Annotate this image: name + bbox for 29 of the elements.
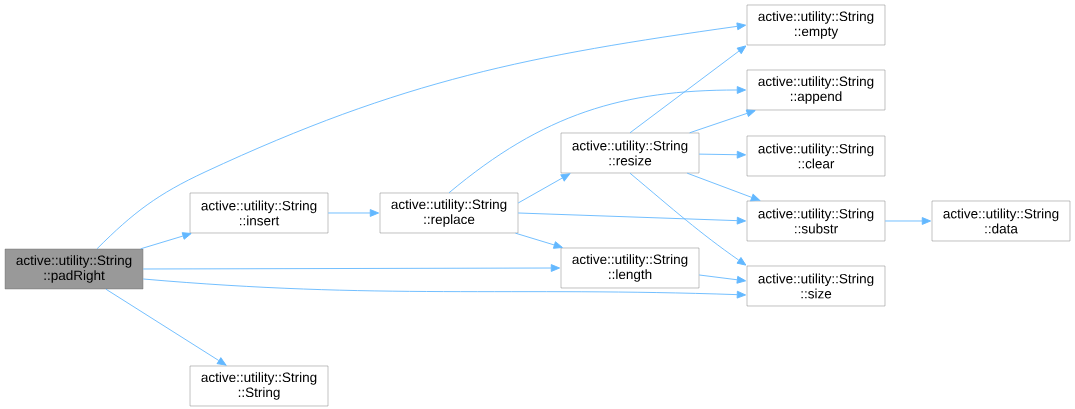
arrow xyxy=(327,209,380,217)
arrow xyxy=(698,150,747,159)
arrow xyxy=(96,22,747,250)
arrow xyxy=(142,264,561,272)
function-box: active::utility::String ::length xyxy=(560,247,700,289)
function-box: active::utility::String ::empty xyxy=(746,4,886,46)
function-box: active::utility::String ::resize xyxy=(560,132,700,174)
arrow xyxy=(884,217,932,225)
arrow xyxy=(698,274,747,284)
arrow xyxy=(517,173,571,204)
arrow xyxy=(105,288,227,366)
arrow xyxy=(142,278,747,299)
arrow xyxy=(448,86,747,194)
arrow xyxy=(517,212,747,225)
arrow xyxy=(689,109,756,134)
function-box: active::utility::String ::clear xyxy=(746,135,886,177)
function-box: active::utility::String ::substr xyxy=(746,200,886,242)
arrow xyxy=(629,172,747,266)
function-box: active::utility::String ::replace xyxy=(379,192,519,234)
arrow xyxy=(686,172,761,202)
function-box: active::utility::String ::padRight xyxy=(4,248,144,290)
arrow xyxy=(629,45,747,134)
function-box: active::utility::String ::String xyxy=(189,365,329,407)
function-box: active::utility::String ::size xyxy=(746,265,886,307)
arrow xyxy=(515,232,563,249)
function-box: active::utility::String ::insert xyxy=(189,192,329,234)
function-box: active::utility::String ::append xyxy=(746,69,886,111)
arrow xyxy=(140,232,192,250)
function-box: active::utility::String ::data xyxy=(931,200,1071,242)
